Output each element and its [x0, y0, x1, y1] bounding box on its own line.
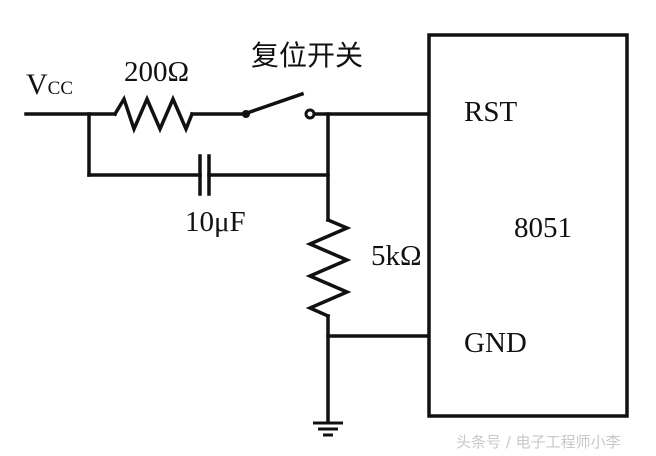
vcc-label: VCC: [26, 70, 73, 100]
vcc-label-sub: CC: [47, 78, 74, 99]
resistor-5k-ohm: [305, 217, 352, 319]
switch-contact-right: [304, 108, 316, 120]
switch-contact-left: [242, 110, 250, 118]
reset-switch-lever: [244, 91, 305, 116]
chip-pin-rst-label: RST: [464, 96, 518, 128]
resistor-200-ohm-label: 200Ω: [124, 56, 190, 88]
resistor-5k-ohm-label: 5kΩ: [371, 240, 422, 272]
ground-icon: [313, 421, 343, 437]
reset-switch-label: 复位开关: [251, 39, 364, 72]
capacitor-10uf-label: 10μF: [185, 206, 246, 238]
chip-name-label: 8051: [514, 212, 572, 244]
watermark: 头条号 / 电子工程师小李: [456, 433, 621, 451]
vcc-label-main: V: [26, 68, 48, 101]
chip-pin-gnd-label: GND: [464, 327, 527, 359]
chip-8051-box: [427, 33, 629, 418]
resistor-200-ohm: [112, 94, 195, 134]
